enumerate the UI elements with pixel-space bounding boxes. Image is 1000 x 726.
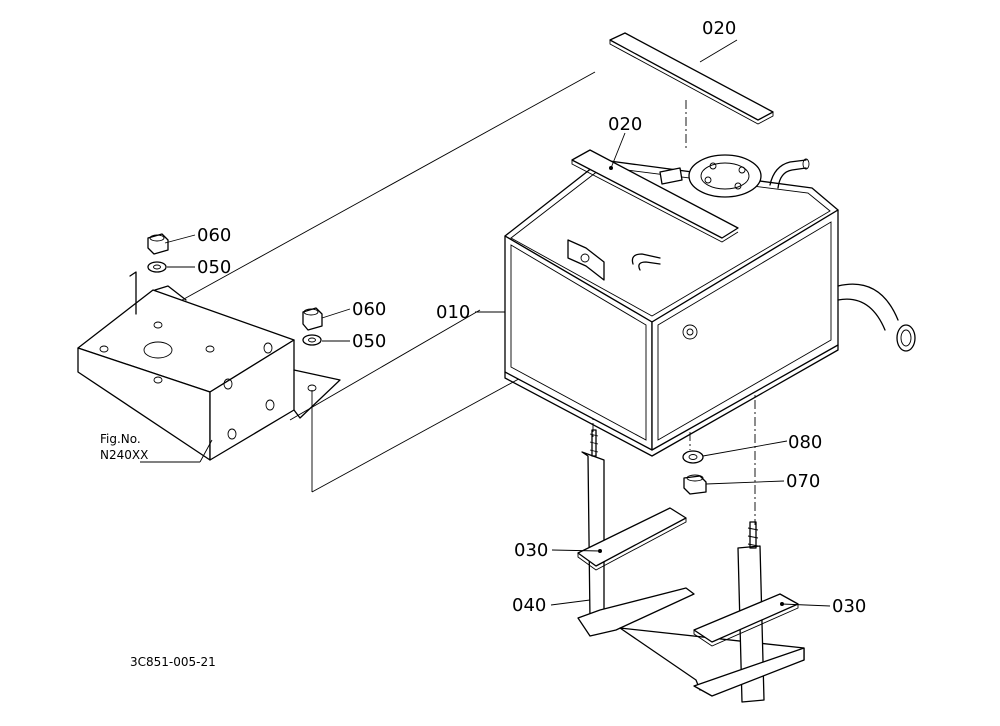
pad-030-right [693, 593, 799, 647]
label-060-right: 060 [352, 299, 386, 320]
tank-band-040-left [577, 429, 805, 691]
label-040: 040 [512, 595, 546, 616]
leader-lines [140, 39, 831, 607]
washer-050-left [147, 261, 167, 273]
label-080: 080 [788, 432, 822, 453]
washer-050-right [302, 334, 322, 346]
mounting-bracket [77, 271, 341, 461]
pad-030-left [577, 507, 687, 571]
label-050-right: 050 [352, 331, 386, 352]
drain-plug-070 [683, 474, 707, 495]
washer-080 [682, 450, 704, 464]
nut-060-left [147, 233, 169, 255]
label-020-middle: 020 [608, 114, 642, 135]
fuel-tank [504, 154, 916, 457]
label-030-right: 030 [832, 596, 866, 617]
label-050-left: 050 [197, 257, 231, 278]
drawing-code: 3C851-005-21 [130, 655, 216, 669]
nut-060-right [302, 307, 323, 331]
pad-020-middle [571, 149, 739, 243]
label-010: 010 [436, 302, 470, 323]
label-020-top: 020 [702, 18, 736, 39]
pad-020-top [609, 32, 774, 125]
figure-ref-line1: Fig.No. [100, 432, 141, 446]
figure-ref-line2: N240XX [100, 448, 148, 462]
label-070: 070 [786, 471, 820, 492]
label-030-left: 030 [514, 540, 548, 561]
label-060-left: 060 [197, 225, 231, 246]
